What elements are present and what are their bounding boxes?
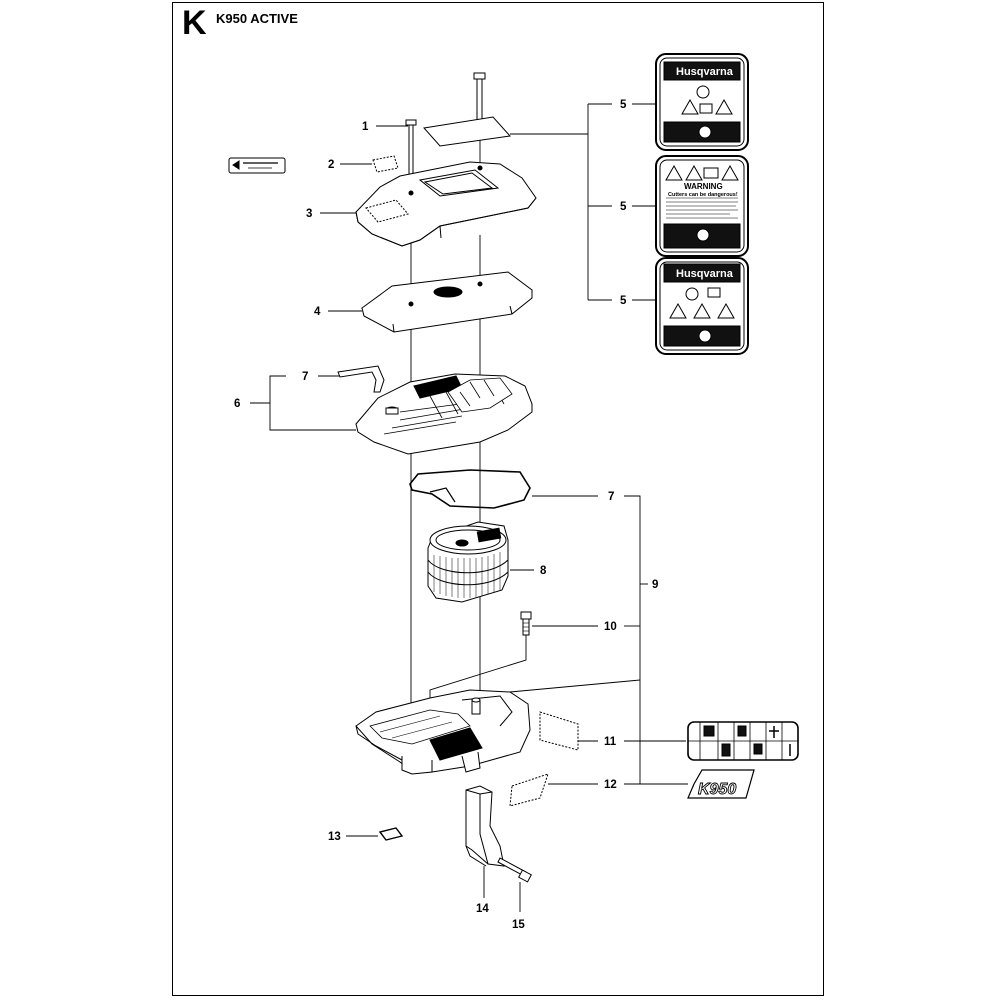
callout-13: 13 — [328, 831, 341, 843]
decal-5-top[interactable] — [655, 53, 749, 151]
part-2-arrow-decal[interactable] — [228, 155, 399, 174]
part-7-gasket[interactable] — [409, 469, 531, 509]
callout-14: 14 — [476, 903, 489, 915]
callout-15: 15 — [512, 919, 525, 931]
callout-11: 11 — [604, 736, 617, 748]
part-14-intake-duct[interactable] — [465, 785, 505, 867]
model-badge-text: K950 — [698, 781, 736, 798]
callout-5-middle: 5 — [620, 201, 627, 213]
part-5-label-plate[interactable] — [423, 116, 511, 147]
decal-bottom-brand-text: Husqvarna — [676, 268, 734, 280]
part-15-screw[interactable] — [497, 857, 532, 883]
warning-subheading-text: Cutters can be dangerous! — [668, 192, 738, 198]
decal-top-brand-text: Husqvarna — [676, 66, 734, 78]
callout-4: 4 — [314, 306, 321, 318]
callout-2: 2 — [328, 159, 334, 171]
part-13-seal[interactable] — [378, 827, 404, 841]
leader-lines — [250, 103, 688, 912]
callout-3: 3 — [306, 208, 312, 220]
page-title: K950 ACTIVE — [216, 11, 298, 26]
warning-heading-text: WARNING — [684, 182, 723, 191]
drawing-frame — [172, 2, 824, 996]
section-letter: K — [182, 4, 207, 42]
callout-9: 9 — [652, 579, 658, 591]
part-8-air-filter[interactable] — [427, 521, 509, 603]
callout-6: 6 — [234, 398, 240, 410]
part-3-top-cover[interactable] — [355, 161, 537, 247]
callout-7-upper: 7 — [302, 371, 308, 383]
callout-10: 10 — [604, 621, 617, 633]
callout-12: 12 — [604, 779, 617, 791]
callout-1: 1 — [362, 121, 369, 133]
decal-5-bottom[interactable] — [655, 257, 749, 355]
callout-8: 8 — [540, 565, 547, 577]
callout-5-top: 5 — [620, 99, 627, 111]
part-10-bolt[interactable] — [520, 611, 532, 636]
callout-7-lower: 7 — [608, 491, 614, 503]
part-9-filter-base[interactable] — [355, 689, 531, 775]
part-12-decal-outline[interactable] — [509, 773, 549, 807]
callout-5-bottom: 5 — [620, 295, 627, 307]
part-7-seal-upper[interactable] — [337, 365, 385, 393]
decal-5-warning[interactable] — [655, 155, 749, 257]
decal-12-model-badge[interactable] — [687, 769, 755, 799]
decal-11-instruction-label[interactable] — [687, 721, 799, 761]
part-11-decal-outline[interactable] — [539, 711, 579, 751]
part-4-filter-pad[interactable] — [361, 271, 533, 333]
part-6-prefilter-housing[interactable] — [355, 373, 533, 455]
